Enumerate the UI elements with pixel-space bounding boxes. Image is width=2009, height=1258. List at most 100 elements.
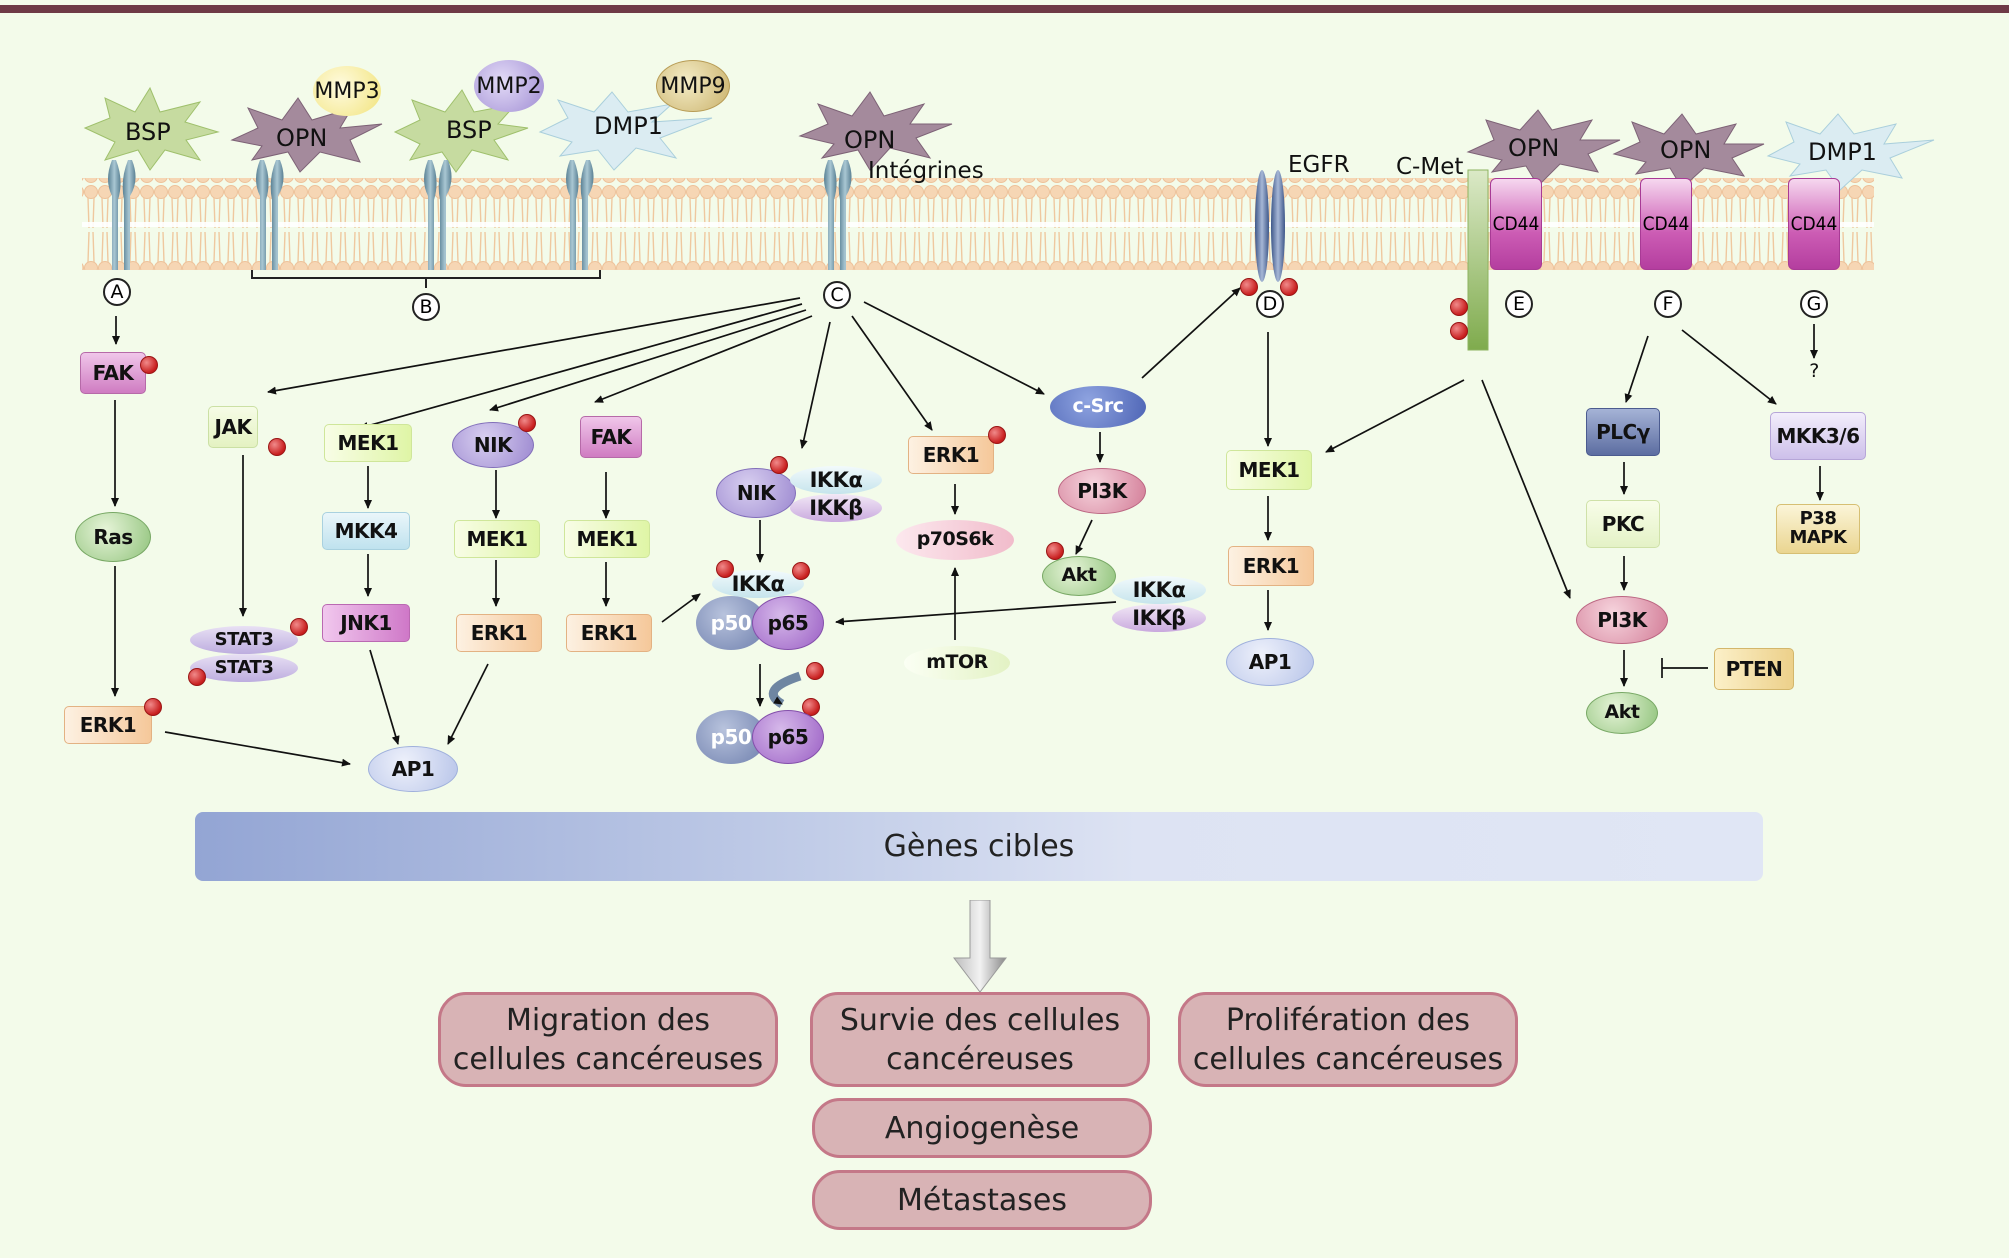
- node-ap1-left: AP1: [368, 746, 458, 792]
- opn-star-e: [1466, 109, 1621, 187]
- node-mek1-b: MEK1: [324, 424, 412, 462]
- outcome-metastases: Métastases: [812, 1170, 1152, 1230]
- node-stat3-1: STAT3: [190, 626, 298, 654]
- bsp-star-2: [393, 89, 529, 173]
- arrow-c-fak: [594, 315, 813, 403]
- node-erk1-center: ERK1: [908, 436, 994, 474]
- node-mkk36: MKK3/6: [1770, 412, 1866, 460]
- node-pi3k-c: PI3K: [1058, 468, 1146, 514]
- node-ap1-right: AP1: [1226, 638, 1314, 686]
- phospho-site: [806, 662, 824, 680]
- node-mkk4: MKK4: [322, 512, 410, 550]
- node-akt-c: Akt: [1042, 556, 1116, 596]
- node-erk1-d: ERK1: [566, 614, 652, 652]
- mmp3-protease: MMP3: [313, 66, 381, 116]
- arrows: [111, 287, 1824, 767]
- arrow-erk1d-ikk: [661, 593, 701, 623]
- outcome-angiogenese: Angiogenèse: [812, 1098, 1152, 1158]
- phospho-site: [988, 426, 1006, 444]
- integrin-receptor-b3: [566, 160, 594, 270]
- phospho-site: [770, 456, 788, 474]
- integrin-receptor-b1: [256, 160, 284, 270]
- node-pten: PTEN: [1714, 648, 1794, 690]
- cmet-receptor: [1467, 169, 1489, 351]
- mmp9-protease: MMP9: [656, 60, 730, 112]
- cd44-receptor-e: CD44: [1490, 178, 1542, 270]
- node-nik-center: NIK: [716, 468, 796, 518]
- arrow-f-plcg: [1624, 335, 1649, 403]
- ligand-stars: [83, 86, 1935, 191]
- integrin-receptor-a: [108, 160, 136, 270]
- node-p70s6k: p70S6k: [896, 520, 1014, 560]
- pathway-label-g: G: [1800, 290, 1828, 318]
- outcome-survie: Survie des cellules cancéreuses: [810, 992, 1150, 1087]
- node-ikka-1: IKKα: [790, 466, 882, 494]
- phospho-site: [1450, 322, 1468, 340]
- node-ras: Ras: [75, 512, 151, 562]
- pathway-label-f: F: [1654, 290, 1682, 318]
- arrow-c-mek1: [359, 303, 803, 430]
- arrow-c-nikcenter: [799, 321, 831, 449]
- ligand-opn-integrin: OPN: [844, 126, 896, 154]
- pathway-label-a: A: [103, 278, 131, 306]
- arrow-pi3k-akt: [1075, 519, 1093, 555]
- inhibition-pten-akt: [1661, 658, 1708, 678]
- phospho-site: [268, 438, 286, 456]
- dmp1-star-g: [1766, 113, 1935, 191]
- node-stat3-2: STAT3: [190, 654, 298, 682]
- bsp-star-1: [83, 86, 220, 171]
- cmet-label: C-Met: [1396, 154, 1464, 180]
- ligand-opn-f: OPN: [1660, 136, 1712, 164]
- integrines-label: Intégrines: [868, 158, 984, 184]
- node-erk1-egfr: ERK1: [1228, 546, 1314, 586]
- node-fak-c: FAK: [580, 416, 642, 458]
- arrow-erk1c-ap1: [447, 663, 489, 745]
- node-mek1-c: MEK1: [454, 520, 540, 558]
- opn-star-integrin: [798, 91, 953, 171]
- integrin-receptor-c: [824, 160, 852, 270]
- node-erk1-c: ERK1: [456, 614, 542, 652]
- node-plcg: PLCγ: [1586, 408, 1660, 456]
- ligand-bsp-2: BSP: [446, 116, 492, 144]
- arrow-c-csrc: [863, 301, 1045, 395]
- egfr-label: EGFR: [1288, 152, 1350, 178]
- unknown-mediator: ?: [1809, 360, 1819, 383]
- phospho-site: [1450, 298, 1468, 316]
- arrow-ikk-p65: [835, 601, 1117, 626]
- phospho-site: [792, 562, 810, 580]
- opn-star-f: [1612, 113, 1765, 189]
- arrow-csrc-d: [1141, 287, 1241, 379]
- pathway-label-e: E: [1505, 290, 1533, 318]
- egfr-receptor: [1255, 170, 1285, 282]
- translocation-curve-arrow: [768, 671, 802, 708]
- arrow-f-mkk36: [1681, 329, 1777, 405]
- phospho-site: [144, 698, 162, 716]
- arrow-c-nik: [489, 309, 807, 412]
- phospho-site: [1240, 278, 1258, 296]
- phospho-site: [1280, 278, 1298, 296]
- pathway-label-b: B: [412, 293, 440, 321]
- node-ikkb-3: IKKβ: [1112, 604, 1206, 632]
- arrow-e-pi3k: [1481, 379, 1571, 599]
- ligand-dmp1-g: DMP1: [1808, 138, 1877, 166]
- node-ikka-3: IKKα: [1112, 576, 1206, 604]
- arrow-e-mek1: [1325, 379, 1465, 453]
- ligand-dmp1-1: DMP1: [594, 112, 663, 140]
- node-pkc: PKC: [1586, 500, 1660, 548]
- arrow-erk1-ap1: [164, 731, 351, 767]
- node-pi3k-f: PI3K: [1576, 596, 1668, 644]
- phospho-site: [140, 356, 158, 374]
- node-mek1-d: MEK1: [564, 520, 650, 558]
- phospho-site: [518, 414, 536, 432]
- node-p65-1: p65: [752, 596, 824, 650]
- node-akt-f: Akt: [1586, 692, 1658, 734]
- integrin-receptor-b2: [424, 160, 452, 270]
- node-jnk1: JNK1: [322, 604, 410, 642]
- node-fak-a: FAK: [80, 352, 146, 394]
- node-jak: JAK: [208, 406, 258, 448]
- node-p38mapk: P38 MAPK: [1776, 504, 1860, 554]
- arrow-c-erk1: [851, 315, 933, 431]
- outcome-proliferation: Prolifération des cellules cancéreuses: [1178, 992, 1518, 1087]
- node-mek1-egfr: MEK1: [1226, 450, 1312, 490]
